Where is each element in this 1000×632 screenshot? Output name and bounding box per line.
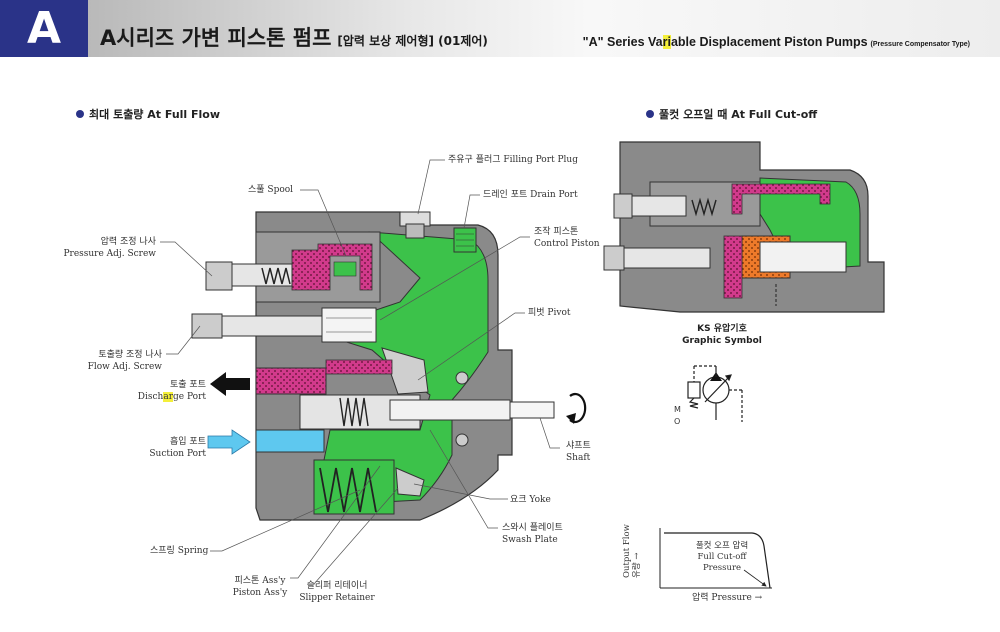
leader-control	[379, 236, 530, 321]
drive-shaft	[389, 399, 511, 421]
label-filling-port-plug: 주유구 플러그 Filling Port Plug	[448, 155, 578, 165]
symbol-label-o: O	[674, 417, 681, 426]
leader-spring	[210, 489, 361, 552]
flow-adjust-nut	[191, 313, 223, 339]
label-discharge-port: 토출 포트 Discharge Port	[137, 380, 206, 402]
label-drain-port: 드레인 포트 Drain Port	[483, 190, 578, 200]
spring-coil	[319, 467, 377, 513]
swash-plate-part	[395, 467, 425, 497]
bearing-top	[455, 371, 469, 385]
variable-arrowhead-icon	[724, 374, 732, 382]
bearing-bottom	[455, 433, 469, 447]
center-spring	[339, 397, 369, 427]
suction-arrow-icon	[207, 429, 251, 455]
pivot-yoke	[381, 347, 429, 395]
leader-drain	[463, 194, 480, 229]
series-badge: A	[0, 0, 88, 57]
page-subtitle-korean: [압력 보상 제어형] (01제어)	[337, 34, 488, 48]
label-pivot: 피벗 Pivot	[528, 308, 571, 318]
control-piston-body	[321, 307, 377, 343]
cutoff-spring	[691, 197, 717, 217]
discharge-port-channel-2	[325, 359, 393, 375]
section-full-cutoff: 풀컷 오프일 때 At Full Cut-off	[646, 106, 817, 122]
label-pressure-adj-screw: 압력 조정 나사 Pressure Adj. Screw	[63, 237, 156, 259]
page-subtitle-english: (Pressure Compensator Type)	[870, 41, 970, 48]
discharge-arrow-icon	[210, 372, 250, 396]
suction-port-channel	[255, 429, 325, 453]
graph-cutoff-annotation: 풀컷 오프 압력 Full Cut-off Pressure	[695, 541, 749, 573]
pump-section-cutoff	[603, 141, 885, 313]
page-header: A A시리즈 가변 피스톤 펌프[압력 보상 제어형] (01제어) "A" S…	[0, 0, 1000, 57]
cutoff-control-rod	[759, 241, 847, 273]
cutoff-flow-nut	[603, 245, 625, 271]
page-title-english: "A" Series Variable Displacement Piston …	[582, 35, 970, 49]
symbol-label-m: M	[674, 405, 681, 414]
leader-slipper	[308, 487, 399, 585]
rotation-arrow-icon	[569, 392, 587, 424]
graph-y-label: Output Flow 유량 →	[622, 524, 642, 578]
flow-pressure-graph	[659, 528, 772, 589]
graphic-symbol-title: KS 유압기호 Graphic Symbol	[682, 324, 762, 346]
leader-pivot	[417, 312, 525, 381]
bullet-icon	[76, 110, 84, 118]
graphic-symbol	[687, 365, 743, 422]
filling-port-plug-thread	[405, 223, 425, 239]
flow-curve	[664, 532, 771, 589]
label-piston-assy: 피스톤 Ass'y Piston Ass'y	[232, 576, 288, 598]
cutoff-pressure-nut	[613, 193, 633, 219]
label-spring: 스프링 Spring	[150, 546, 209, 556]
rotation-arrowhead-icon	[566, 413, 576, 424]
shaft-end	[509, 401, 555, 419]
graph-x-label: 압력 Pressure →	[692, 593, 763, 603]
discharge-port-channel	[255, 367, 327, 395]
header-band	[88, 0, 1000, 57]
section-full-flow: 최대 토출량 At Full Flow	[76, 106, 220, 122]
bullet-icon	[646, 110, 654, 118]
leader-lines	[160, 159, 560, 585]
compensator-spring-icon	[688, 397, 699, 409]
cutoff-pressure-passage	[723, 235, 743, 299]
label-yoke: 요크 Yoke	[510, 495, 551, 505]
cutoff-pressure-channel	[731, 183, 831, 215]
leader-piston	[290, 465, 381, 579]
label-slipper-retainer: 슬리퍼 리테이너 Slipper Retainer	[299, 581, 375, 603]
variable-arrow	[704, 377, 729, 403]
page-title-korean: A시리즈 가변 피스톤 펌프[압력 보상 제어형] (01제어)	[100, 26, 488, 50]
leader-flow-adj	[166, 325, 201, 355]
cutoff-pressure-screw	[629, 195, 687, 217]
cutoff-pointer	[743, 569, 767, 587]
compensator-symbol	[687, 381, 701, 399]
label-control-piston: 조작 피스톤 Control Piston	[534, 227, 600, 249]
label-shaft: 샤프트 Shaft	[566, 441, 591, 463]
label-spool: 스풀 Spool	[248, 185, 294, 195]
flow-adjust-screw	[221, 315, 333, 337]
leader-spool	[300, 189, 347, 257]
pump-section-full-flow	[191, 211, 587, 521]
label-suction-port: 흡입 포트 Suction Port	[149, 437, 206, 459]
leader-yoke	[413, 483, 508, 500]
compensator-spring	[261, 267, 291, 285]
pressure-adjust-nut	[205, 261, 233, 291]
leader-swash	[429, 429, 498, 529]
label-flow-adj-screw: 토출량 조정 나사 Flow Adj. Screw	[87, 350, 162, 372]
cutoff-flow-screw	[623, 247, 711, 269]
pressure-channel-top	[291, 243, 373, 291]
leader-shaft	[539, 417, 560, 449]
spool-green-land	[333, 261, 357, 277]
leader-pressure-adj	[160, 241, 213, 277]
leader-filling	[417, 159, 445, 215]
label-swash-plate: 스와시 플레이트 Swash Plate	[502, 523, 563, 545]
